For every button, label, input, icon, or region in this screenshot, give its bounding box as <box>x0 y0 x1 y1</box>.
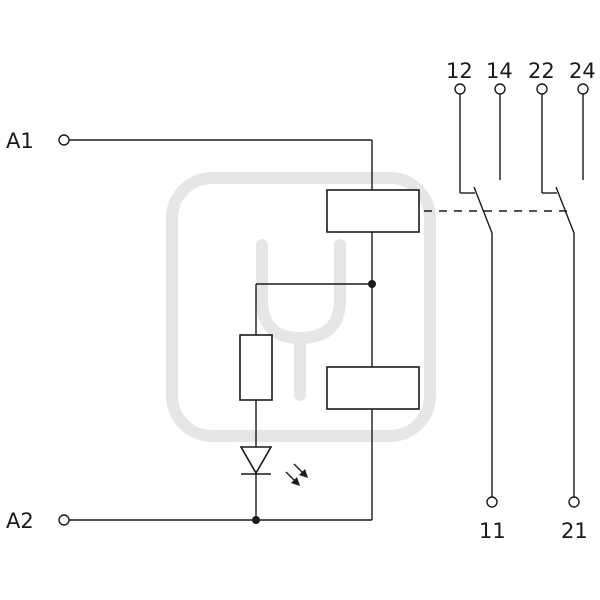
junction-node-lower <box>252 516 260 524</box>
relay-coil-lower <box>326 366 420 410</box>
label-terminal-14: 14 <box>486 59 513 83</box>
plug-icon <box>166 172 436 442</box>
changeover-contact-2 <box>536 83 589 508</box>
label-a1: A1 <box>6 129 34 153</box>
label-terminal-22: 22 <box>528 59 555 83</box>
label-a2: A2 <box>6 509 34 533</box>
label-terminal-12: 12 <box>446 59 473 83</box>
relay-coil-upper <box>326 189 420 233</box>
led-diode <box>239 446 273 520</box>
terminal-a2 <box>58 514 372 526</box>
resistor <box>239 334 273 401</box>
terminal-a1 <box>58 134 373 190</box>
led-light-arrows-icon <box>285 463 308 486</box>
label-terminal-11: 11 <box>479 519 506 543</box>
label-terminal-24: 24 <box>569 59 596 83</box>
label-terminal-21: 21 <box>561 519 588 543</box>
changeover-contact-1 <box>454 83 506 508</box>
